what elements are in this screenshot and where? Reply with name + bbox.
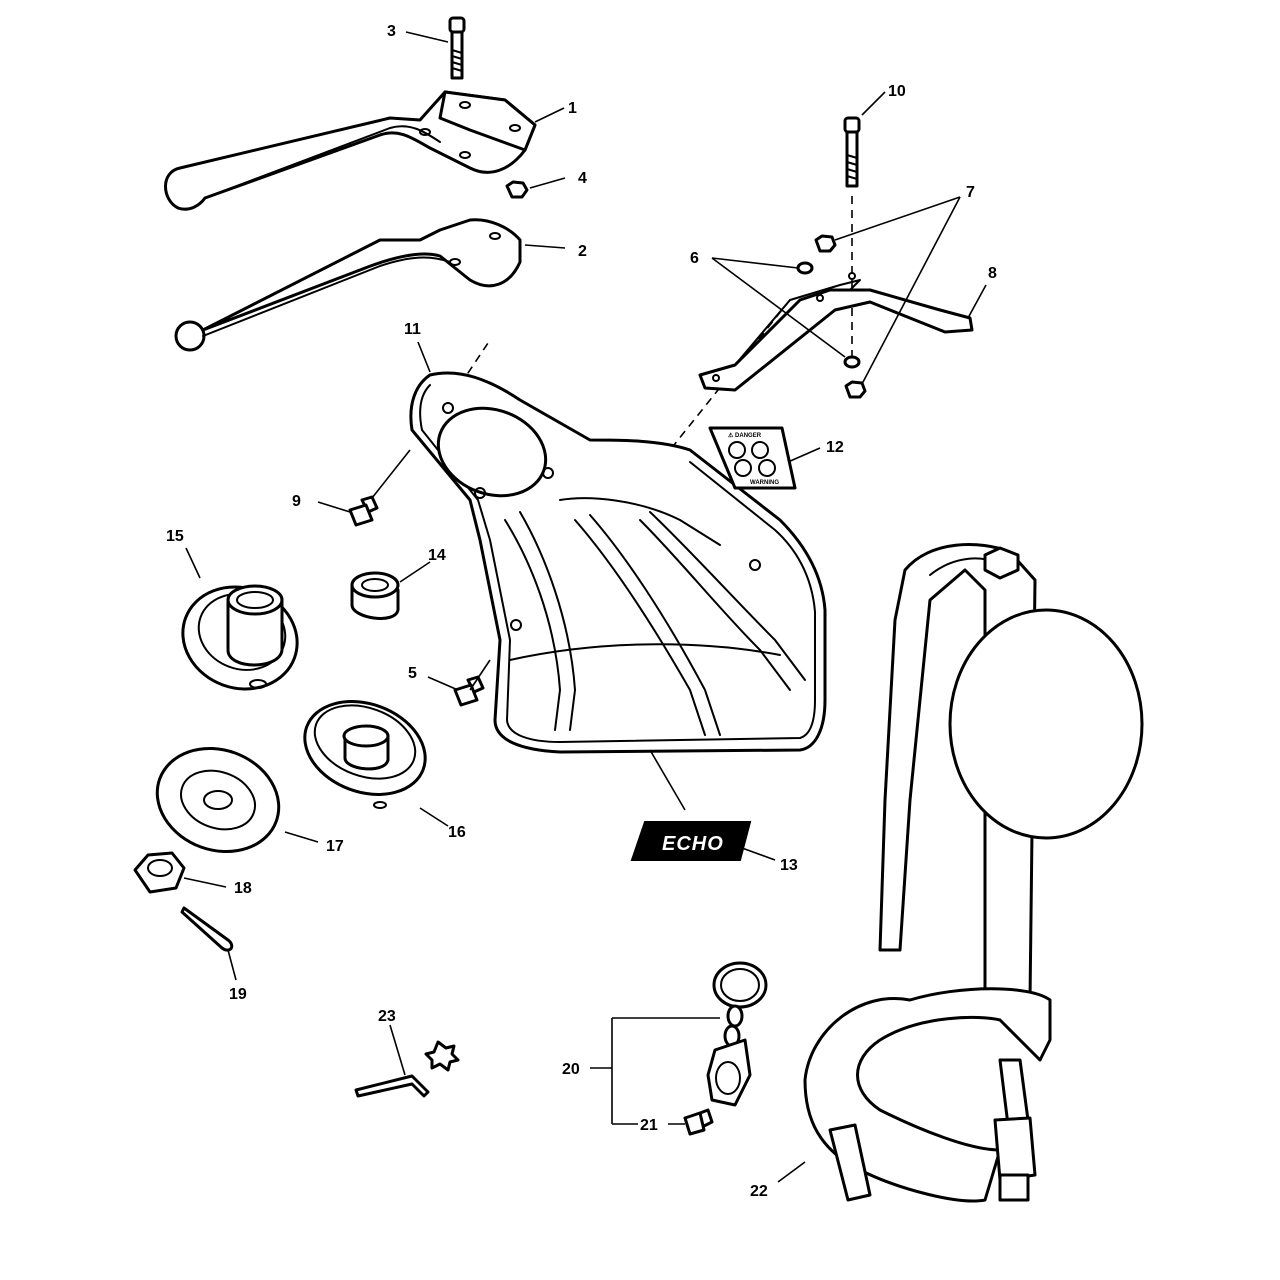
callout-23: 23	[378, 1008, 396, 1025]
echo-logo-13: ECHO	[630, 821, 752, 861]
callout-3: 3	[387, 23, 396, 40]
guard-11	[409, 371, 827, 754]
axis-line	[459, 339, 491, 386]
handle-bracket-1	[164, 90, 537, 211]
callout-10: 10	[888, 83, 906, 100]
hub-16	[303, 700, 427, 809]
leader-lines	[183, 31, 987, 1183]
callout-2: 2	[578, 243, 587, 260]
hanger-clip-20	[706, 961, 768, 1107]
callout-8: 8	[988, 265, 997, 282]
callout-21: 21	[640, 1117, 658, 1134]
callout-9: 9	[292, 493, 301, 510]
cotter-pin-19	[180, 906, 234, 952]
nut-4	[505, 180, 529, 199]
callout-5: 5	[408, 665, 417, 682]
bolt-10	[843, 116, 861, 188]
callout-20: 20	[562, 1061, 580, 1078]
callout-7: 7	[966, 184, 975, 201]
callout-12: 12	[826, 439, 844, 456]
nut-7	[814, 234, 867, 399]
callout-11: 11	[404, 321, 421, 338]
logo-brand: ECHO	[662, 833, 724, 855]
screw-5	[453, 675, 485, 707]
callout-22: 22	[750, 1183, 768, 1200]
nut-18	[133, 851, 186, 894]
callout-labels: 1 2 3 4 5 6 7 8 9 10 11 12 13 14 15 16 1…	[166, 23, 997, 1200]
decal-title: ⚠ DANGER	[728, 432, 762, 439]
bushing-14	[350, 571, 400, 620]
hub-15	[181, 584, 299, 691]
support-bracket-8	[698, 272, 974, 392]
hex-key-23	[354, 1040, 460, 1098]
callout-18: 18	[234, 880, 252, 897]
bolt-3	[448, 16, 466, 80]
callout-17: 17	[326, 838, 344, 855]
callout-13: 13	[780, 857, 798, 874]
screw-9	[348, 495, 379, 527]
callout-19: 19	[229, 986, 247, 1003]
screw-21	[683, 1108, 714, 1136]
harness-22	[803, 543, 1144, 1203]
callout-6: 6	[690, 250, 699, 267]
warning-decal-12: ⚠ DANGER WARNING	[708, 426, 797, 490]
plate-17	[155, 746, 281, 854]
callout-15: 15	[166, 528, 184, 545]
callout-4: 4	[578, 170, 587, 187]
callout-1: 1	[568, 100, 577, 117]
handle-bracket-2	[174, 218, 522, 352]
decal-footer: WARNING	[750, 480, 779, 486]
callout-16: 16	[448, 824, 466, 841]
callout-14: 14	[428, 547, 446, 564]
